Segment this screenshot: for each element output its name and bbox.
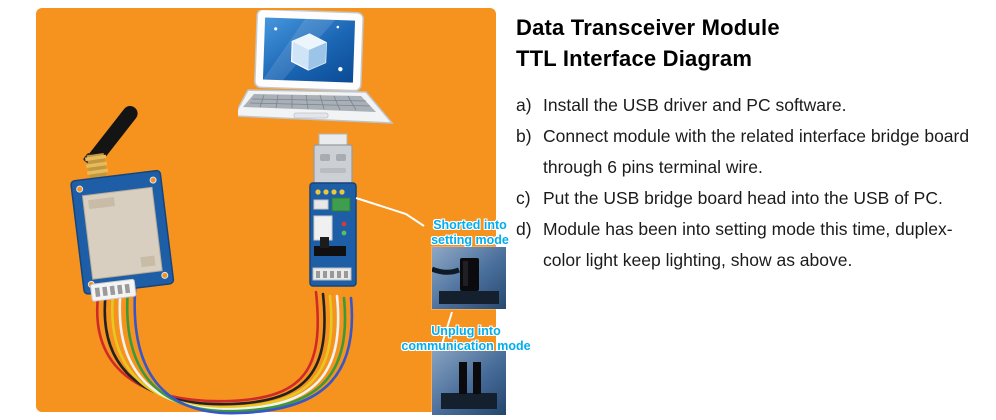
instruction-item-c: c) Put the USB bridge board head into th… — [516, 183, 986, 214]
module-pcb — [70, 169, 175, 302]
rf-module-graphic — [70, 105, 175, 302]
jumper-cap-icon — [460, 258, 479, 291]
usb-connector — [313, 133, 353, 184]
bridge-pcb — [309, 182, 357, 287]
item-label: a) — [516, 95, 532, 115]
laptop-base — [238, 89, 394, 124]
callout-communication-mode-label: Unplug into communication mode — [401, 324, 531, 353]
jumper-shorted-photo — [432, 247, 506, 309]
item-text: Put the USB bridge board head into the U… — [543, 188, 943, 208]
module-wire-connector — [90, 278, 137, 302]
instruction-item-a: a) Install the USB driver and PC softwar… — [516, 90, 986, 121]
instruction-list: a) Install the USB driver and PC softwar… — [516, 90, 986, 276]
title-line-2: TTL Interface Diagram — [516, 46, 753, 71]
item-label: d) — [516, 219, 532, 239]
terminal-block — [331, 197, 351, 212]
laptop-graphic — [238, 10, 394, 124]
callout-setting-mode-label: Shorted into setting mode — [431, 218, 509, 247]
cube-icon — [290, 33, 327, 71]
item-text: Module has been into setting mode this t… — [543, 219, 953, 270]
item-text: Connect module with the related interfac… — [543, 126, 970, 177]
title-line-1: Data Transceiver Module — [516, 15, 780, 40]
instruction-item-d: d) Module has been into setting mode thi… — [516, 214, 986, 276]
led-green — [341, 230, 347, 236]
jumper-unplugged-photo — [432, 351, 506, 415]
item-label: b) — [516, 126, 532, 146]
header-pin-icon — [459, 362, 467, 394]
item-label: c) — [516, 188, 531, 208]
bridge-pin-header — [312, 267, 352, 281]
led-red — [341, 221, 347, 227]
instruction-item-b: b) Connect module with the related inter… — [516, 121, 986, 183]
laptop-screen — [254, 10, 364, 92]
item-text: Install the USB driver and PC software. — [543, 95, 847, 115]
jumper-header — [314, 237, 346, 256]
sma-connector — [85, 152, 109, 184]
usb-bridge-board-graphic — [309, 133, 357, 287]
page-title: Data Transceiver Module TTL Interface Di… — [516, 12, 986, 74]
instructions-panel: Data Transceiver Module TTL Interface Di… — [516, 12, 986, 276]
header-pin-icon — [473, 362, 481, 394]
module-shield — [81, 186, 163, 280]
